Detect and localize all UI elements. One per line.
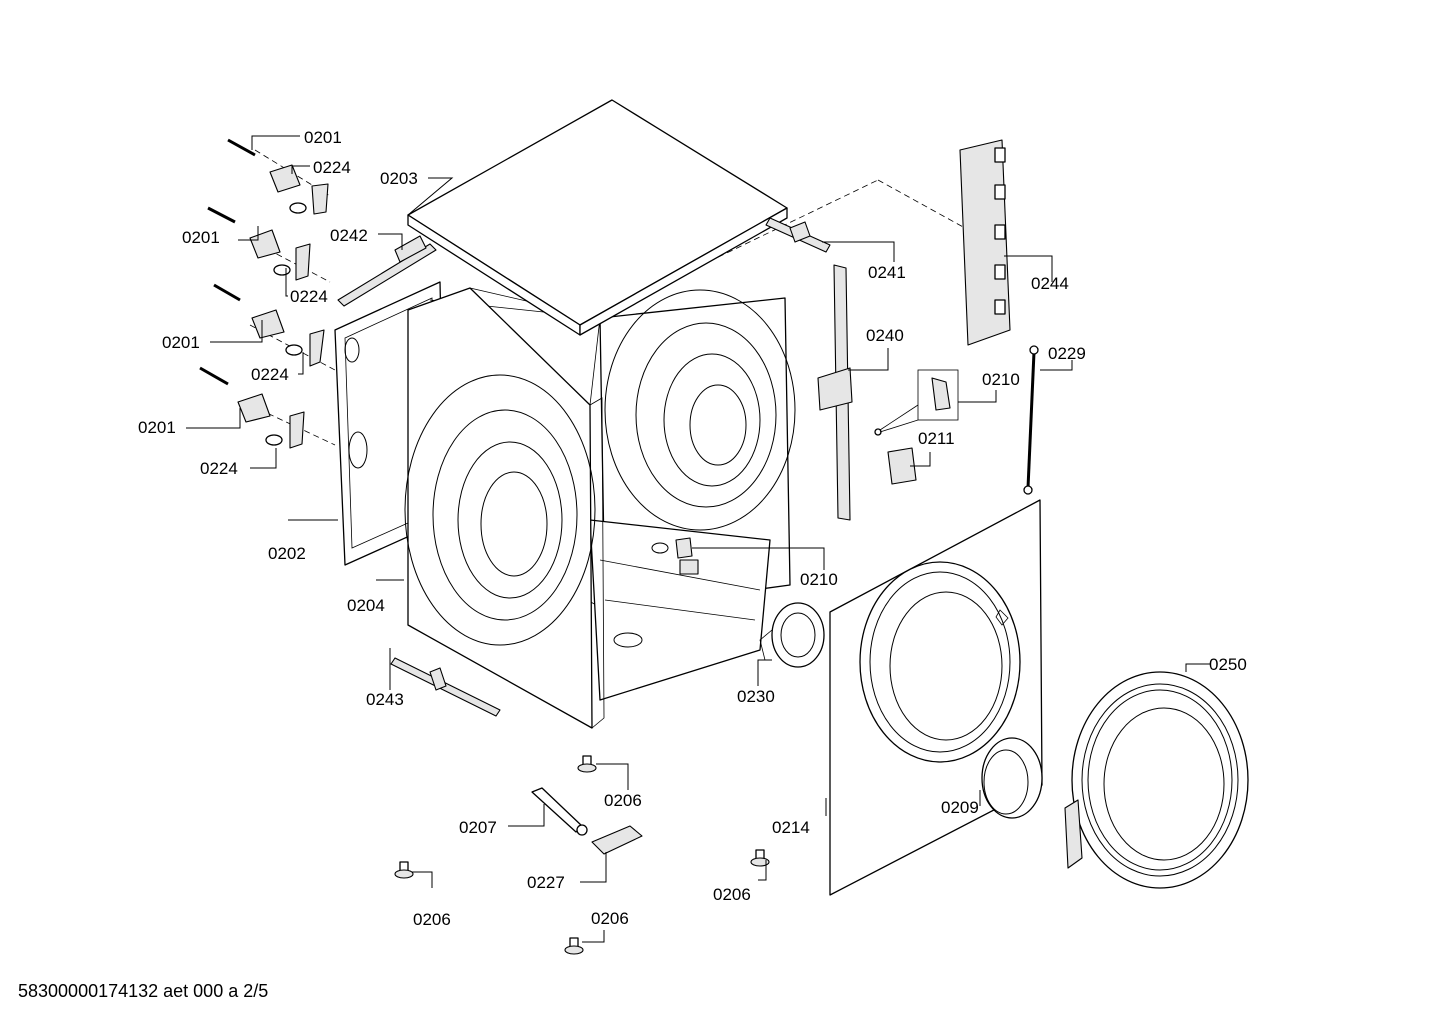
service-flap-0209 bbox=[981, 737, 1043, 819]
label-0241: 0241 bbox=[868, 263, 906, 282]
clip-0224-d bbox=[265, 411, 305, 449]
bracket-0244 bbox=[959, 139, 1011, 346]
rail-0242 bbox=[337, 235, 437, 307]
door-0250 bbox=[1064, 671, 1249, 889]
label-0230: 0230 bbox=[737, 687, 775, 706]
foot-0206-c bbox=[750, 849, 770, 867]
screw-0201-a bbox=[227, 138, 301, 193]
label-0206: 0206 bbox=[413, 910, 451, 929]
label-0242: 0242 bbox=[330, 226, 368, 245]
wrench-0207 bbox=[531, 787, 588, 836]
label-0201: 0201 bbox=[138, 418, 176, 437]
label-0224: 0224 bbox=[313, 158, 351, 177]
part-0210-lower bbox=[675, 537, 693, 559]
clip-0224-b bbox=[273, 243, 311, 281]
label-0227: 0227 bbox=[527, 873, 565, 892]
foot-0206-d bbox=[564, 937, 584, 955]
bellow-ring-0230 bbox=[759, 602, 825, 668]
label-0224: 0224 bbox=[290, 287, 328, 306]
plate-0227 bbox=[591, 825, 643, 855]
label-0202: 0202 bbox=[268, 544, 306, 563]
label-0250: 0250 bbox=[1209, 655, 1247, 674]
label-0206: 0206 bbox=[591, 909, 629, 928]
label-0204: 0204 bbox=[347, 596, 385, 615]
screw-0201-c bbox=[213, 283, 285, 339]
label-0201: 0201 bbox=[162, 333, 200, 352]
rail-0243 bbox=[390, 657, 501, 717]
label-0229: 0229 bbox=[1048, 344, 1086, 363]
part-labels: 0201 0224 0203 0201 0242 0224 0201 0224 … bbox=[138, 128, 1247, 929]
rail-0241 bbox=[765, 217, 831, 253]
label-0206: 0206 bbox=[713, 885, 751, 904]
side-panel-0204 bbox=[404, 287, 605, 729]
foot-0206-b bbox=[394, 861, 414, 879]
screw-0201-d bbox=[199, 366, 271, 423]
label-0210: 0210 bbox=[800, 570, 838, 589]
label-0201: 0201 bbox=[304, 128, 342, 147]
leader-lines bbox=[186, 135, 1210, 943]
label-0206: 0206 bbox=[604, 791, 642, 810]
clip-0224-c bbox=[285, 329, 325, 367]
top-cover-0203 bbox=[407, 99, 788, 336]
label-0243: 0243 bbox=[366, 690, 404, 709]
part-0211 bbox=[887, 447, 917, 485]
part-0210-upper bbox=[874, 369, 959, 436]
foot-0206-a bbox=[577, 755, 597, 773]
cable-holder-0240 bbox=[817, 264, 853, 521]
label-0209: 0209 bbox=[941, 798, 979, 817]
label-0240: 0240 bbox=[866, 326, 904, 345]
label-0214: 0214 bbox=[772, 818, 810, 837]
label-0211: 0211 bbox=[918, 429, 955, 448]
clip-0224-a bbox=[289, 183, 329, 215]
label-0244: 0244 bbox=[1031, 274, 1069, 293]
label-0201: 0201 bbox=[182, 228, 220, 247]
label-0207: 0207 bbox=[459, 818, 497, 837]
label-0203: 0203 bbox=[380, 169, 418, 188]
base-frame bbox=[589, 519, 771, 701]
front-panel-0214 bbox=[829, 499, 1043, 896]
label-0224: 0224 bbox=[200, 459, 238, 478]
rod-0229 bbox=[1023, 345, 1039, 495]
label-0210: 0210 bbox=[982, 370, 1020, 389]
label-0224: 0224 bbox=[251, 365, 289, 384]
drawing-number-footer: 58300000174132 aet 000 a 2/5 bbox=[18, 981, 269, 1001]
